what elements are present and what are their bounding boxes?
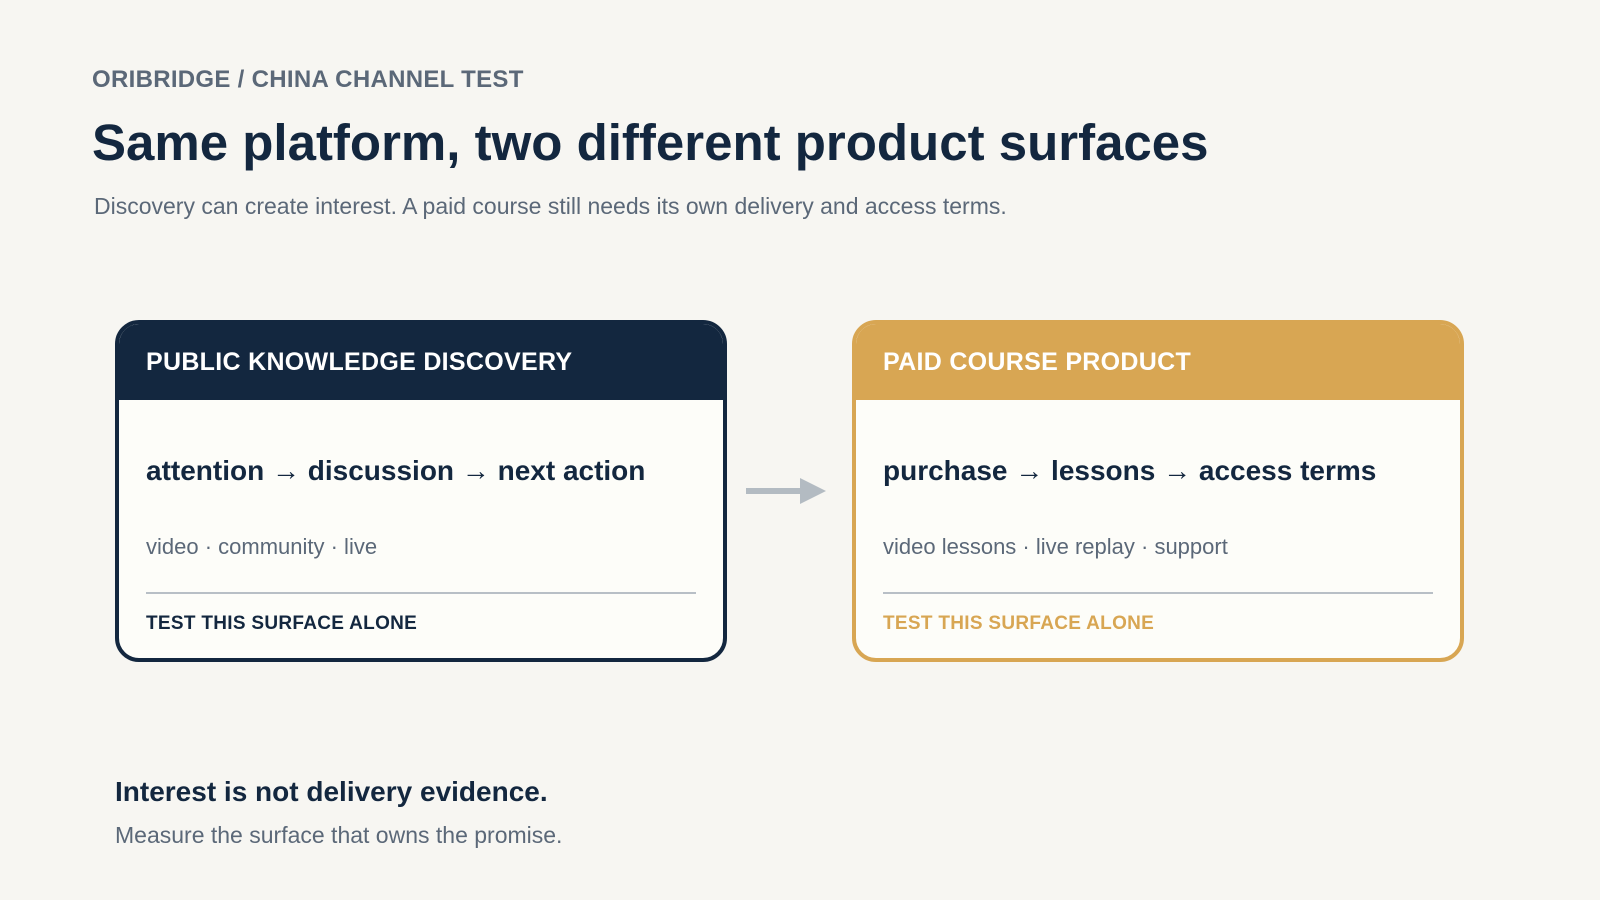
card-header: PUBLIC KNOWLEDGE DISCOVERY: [119, 324, 723, 400]
card-footer: TEST THIS SURFACE ALONE: [146, 613, 418, 634]
card-footer: TEST THIS SURFACE ALONE: [883, 613, 1155, 634]
card-flow: attention → discussion → next action: [146, 455, 646, 486]
arrow-right-icon: [746, 478, 826, 504]
card-public-discovery: PUBLIC KNOWLEDGE DISCOVERY attention → d…: [115, 320, 727, 662]
card-divider: [146, 592, 696, 594]
takeaway-subline: Measure the surface that owns the promis…: [115, 822, 563, 848]
page-subtitle: Discovery can create interest. A paid co…: [94, 193, 1007, 219]
takeaway-headline: Interest is not delivery evidence.: [115, 776, 548, 807]
card-flow: purchase → lessons → access terms: [883, 455, 1377, 486]
card-channels: video · community · live: [146, 534, 378, 559]
card-header: PAID COURSE PRODUCT: [856, 324, 1460, 400]
card-divider: [883, 592, 1433, 594]
eyebrow: ORIBRIDGE / CHINA CHANNEL TEST: [92, 66, 524, 93]
page-title: Same platform, two different product sur…: [92, 114, 1209, 171]
card-channels: video lessons · live replay · support: [883, 534, 1228, 559]
card-paid-course: PAID COURSE PRODUCT purchase → lessons →…: [852, 320, 1464, 662]
